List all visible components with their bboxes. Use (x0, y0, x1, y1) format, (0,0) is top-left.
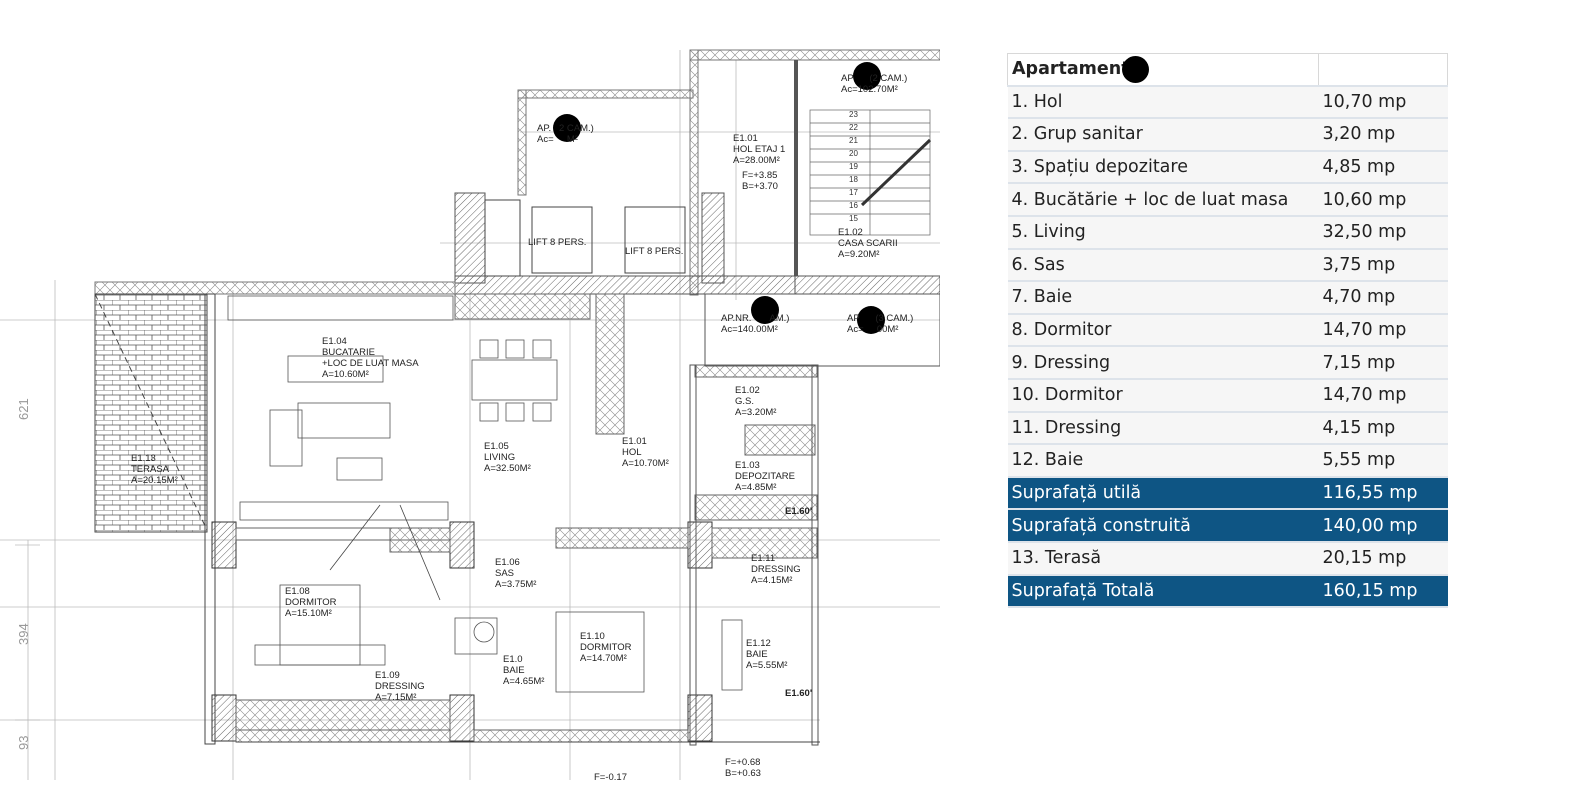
row-value: 10,60 mp (1318, 183, 1448, 217)
dimension-label: 621 (16, 398, 31, 420)
row-label: 8. Dormitor (1007, 313, 1319, 348)
row-label: 4. Bucătărie + loc de luat masa (1007, 183, 1319, 217)
stair-number: 22 (849, 123, 858, 132)
row-label: Suprafață utilă (1007, 476, 1319, 511)
redaction-dot (1122, 56, 1149, 83)
stair-number: 21 (849, 136, 858, 145)
stair-number: 23 (849, 110, 858, 119)
table-header: Apartament (1007, 52, 1448, 87)
stair-number: 17 (849, 188, 858, 197)
redaction-dot (751, 296, 779, 324)
row-value: 4,85 mp (1318, 150, 1448, 185)
lift-label: LIFT 8 PERS. (528, 237, 587, 248)
row-value: 20,15 mp (1318, 541, 1448, 576)
stair-number: 16 (849, 201, 858, 210)
apartment-label: AP (3 CAM.)Ac= 00M² (847, 313, 914, 335)
row-label: 9. Dressing (1007, 346, 1319, 380)
row-label: 2. Grup sanitar (1007, 118, 1319, 152)
redaction-dot (853, 62, 881, 90)
row-value: 3,75 mp (1318, 248, 1448, 283)
row-label: 1. Hol (1007, 85, 1319, 120)
level-marker: F=-0.17 (594, 772, 628, 783)
row-value: 7,15 mp (1318, 346, 1448, 380)
row-value: 4,15 mp (1318, 411, 1448, 446)
floor-plan (0, 49, 940, 780)
row-label: 5. Living (1007, 215, 1319, 250)
tag-label: E1.60' (785, 688, 813, 699)
row-value: 14,70 mp (1318, 378, 1448, 413)
row-label: 7. Baie (1007, 281, 1319, 315)
apartment-label: AP.NR. AM.)Ac=140.00M² (721, 313, 790, 335)
row-value: 14,70 mp (1318, 313, 1448, 348)
header-value (1318, 52, 1448, 87)
row-value: 140,00 mp (1318, 509, 1448, 543)
row-label: 11. Dressing (1007, 411, 1319, 446)
row-value: 32,50 mp (1318, 215, 1448, 250)
row-label: 13. Terasă (1007, 541, 1319, 576)
apartment-label: AP. 2 CAM.)Ac= M² (537, 123, 594, 145)
stair-number: 15 (849, 214, 858, 223)
stair-number: 19 (849, 162, 858, 171)
row-value: 160,15 mp (1318, 574, 1448, 609)
row-value: 116,55 mp (1318, 476, 1448, 511)
row-label: Suprafață Totală (1007, 574, 1319, 609)
header-label: Apartament (1007, 52, 1319, 87)
row-label: 10. Dormitor (1007, 378, 1319, 413)
dimension-label: 394 (16, 623, 31, 645)
stair-number: 20 (849, 149, 858, 158)
row-label: Suprafață construită (1007, 509, 1319, 543)
row-value: 10,70 mp (1318, 85, 1448, 120)
apartment-label: AP (2 CAM.)Ac=102.70M² (841, 73, 908, 95)
row-value: 3,20 mp (1318, 118, 1448, 152)
row-label: 6. Sas (1007, 248, 1319, 283)
dimension-label: 93 (16, 735, 31, 750)
redaction-dot (553, 114, 581, 142)
stair-number: 18 (849, 175, 858, 184)
row-label: 12. Baie (1007, 444, 1319, 478)
row-value: 5,55 mp (1318, 444, 1448, 478)
lift-label: LIFT 8 PERS. (625, 246, 684, 257)
row-value: 4,70 mp (1318, 281, 1448, 315)
tag-label: E1.60' (785, 506, 813, 517)
redaction-dot (857, 306, 885, 334)
row-label: 3. Spațiu depozitare (1007, 150, 1319, 185)
